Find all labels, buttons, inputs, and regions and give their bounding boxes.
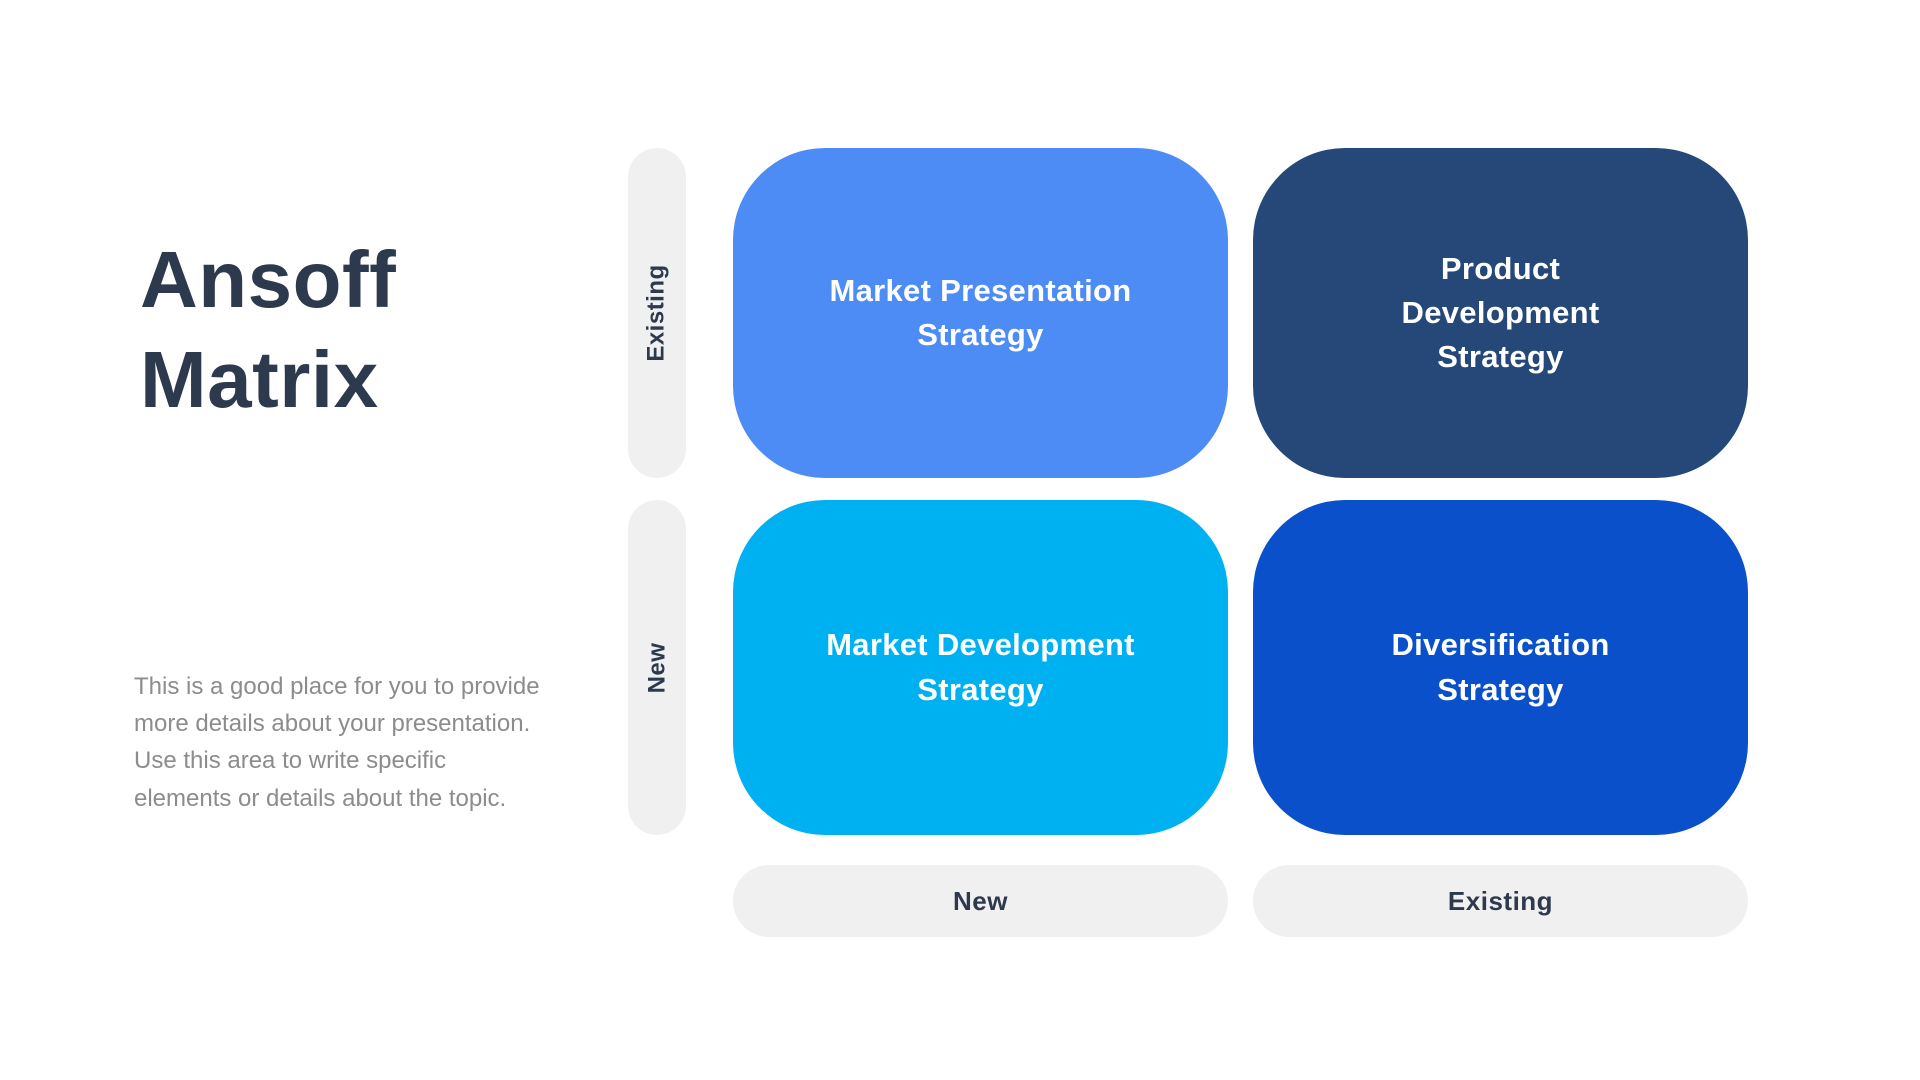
quadrant-product-development-strategy: Product Development Strategy — [1253, 148, 1748, 478]
row-label-existing: Existing — [628, 148, 686, 478]
column-label-existing: Existing — [1253, 865, 1748, 937]
quadrant-label: Diversification Strategy — [1391, 627, 1610, 707]
column-label-existing-text: Existing — [1447, 885, 1554, 916]
quadrant-market-presentation-strategy: Market Presentation Strategy — [733, 148, 1228, 478]
ansoff-matrix: Existing New Market Presentation Strateg… — [628, 148, 1748, 937]
quadrant-label: Market Development Strategy — [826, 627, 1135, 707]
quadrant-label: Market Presentation Strategy — [829, 272, 1132, 352]
row-label-new: New — [628, 500, 686, 835]
row-label-new-text: New — [642, 642, 670, 693]
column-label-new: New — [733, 865, 1228, 937]
quadrant-market-development-strategy: Market Development Strategy — [733, 500, 1228, 835]
column-label-new-text: New — [953, 885, 1008, 916]
quadrant-diversification-strategy: Diversification Strategy — [1253, 500, 1748, 835]
quadrant-label: Product Development Strategy — [1401, 250, 1600, 374]
slide-title: Ansoff Matrix — [140, 235, 397, 424]
slide-description: This is a good place for you to provide … — [134, 673, 540, 812]
row-label-existing-text: Existing — [643, 264, 671, 362]
